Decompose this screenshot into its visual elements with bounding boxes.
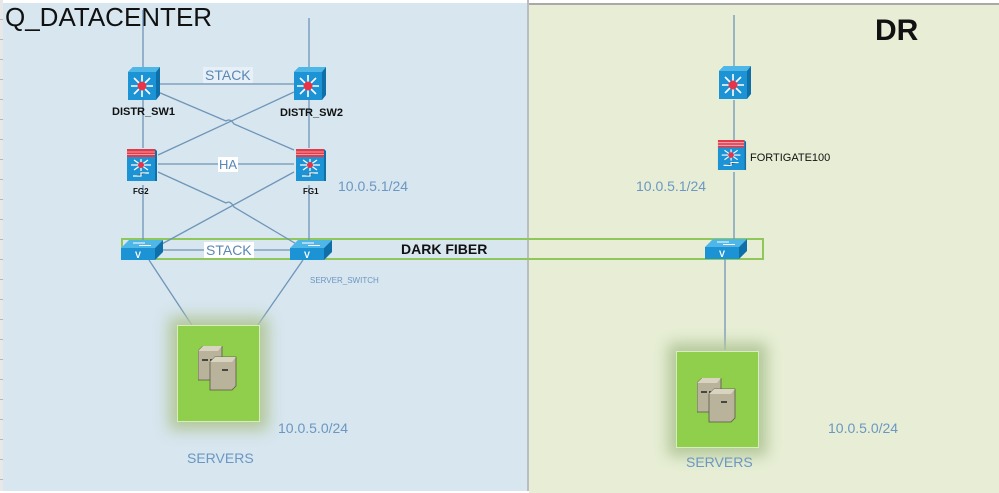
firewall-icon[interactable]	[127, 149, 157, 181]
server-icon	[697, 378, 736, 423]
layer3-switch-icon[interactable]	[126, 67, 160, 101]
device-label-fortigate100: FORTIGATE100	[750, 152, 831, 164]
link-label-server-stack: STACK	[204, 242, 254, 258]
server-icon	[198, 346, 237, 391]
layer3-switch-icon[interactable]	[717, 66, 751, 100]
server-group-right[interactable]	[676, 351, 759, 448]
access-switch-icon[interactable]: V	[290, 240, 332, 260]
link-sw2-fg2[interactable]	[157, 91, 295, 156]
access-switch-icon[interactable]: V	[121, 240, 163, 260]
link-label-distr-stack: STACK	[203, 67, 253, 83]
device-label-server-switch: SERVER_SWITCH	[310, 276, 379, 285]
site-panel-dr	[529, 3, 999, 493]
link-fg2-swb[interactable]	[157, 171, 299, 246]
network-label-left-servers: 10.0.5.0/24	[278, 420, 349, 436]
link-fg1-swa[interactable]	[159, 171, 295, 246]
firewall-icon[interactable]	[296, 149, 326, 181]
firewall-icon[interactable]	[717, 140, 747, 170]
server-group-left[interactable]	[177, 325, 260, 422]
svg-text:V: V	[719, 249, 725, 259]
server-group-label-left: SERVERS	[187, 450, 254, 466]
device-label-fg1: FG1	[303, 187, 319, 196]
server-group-label-right: SERVERS	[686, 454, 753, 470]
link-sw1-fg1[interactable]	[157, 91, 295, 151]
svg-text:V: V	[304, 250, 310, 260]
network-label-left-gateway: 10.0.5.1/24	[338, 178, 409, 194]
access-switch-icon[interactable]: V	[705, 239, 747, 259]
svg-text:V: V	[135, 250, 141, 260]
device-label-distr-sw2: DISTR_SW2	[280, 107, 343, 119]
link-label-dark-fiber: DARK FIBER	[401, 241, 488, 257]
network-label-right-gateway: 10.0.5.1/24	[636, 178, 707, 194]
site-title-dr: DR	[875, 14, 919, 47]
network-label-right-servers: 10.0.5.0/24	[828, 420, 899, 436]
row-gridlines	[0, 0, 3, 491]
device-label-distr-sw1: DISTR_SW1	[112, 106, 175, 118]
site-title-datacenter: Q_DATACENTER	[5, 2, 213, 32]
site-divider	[527, 0, 529, 491]
link-label-ha: HA	[218, 157, 239, 172]
device-label-fg2: FG2	[133, 187, 149, 196]
layer3-switch-icon[interactable]	[292, 67, 326, 101]
